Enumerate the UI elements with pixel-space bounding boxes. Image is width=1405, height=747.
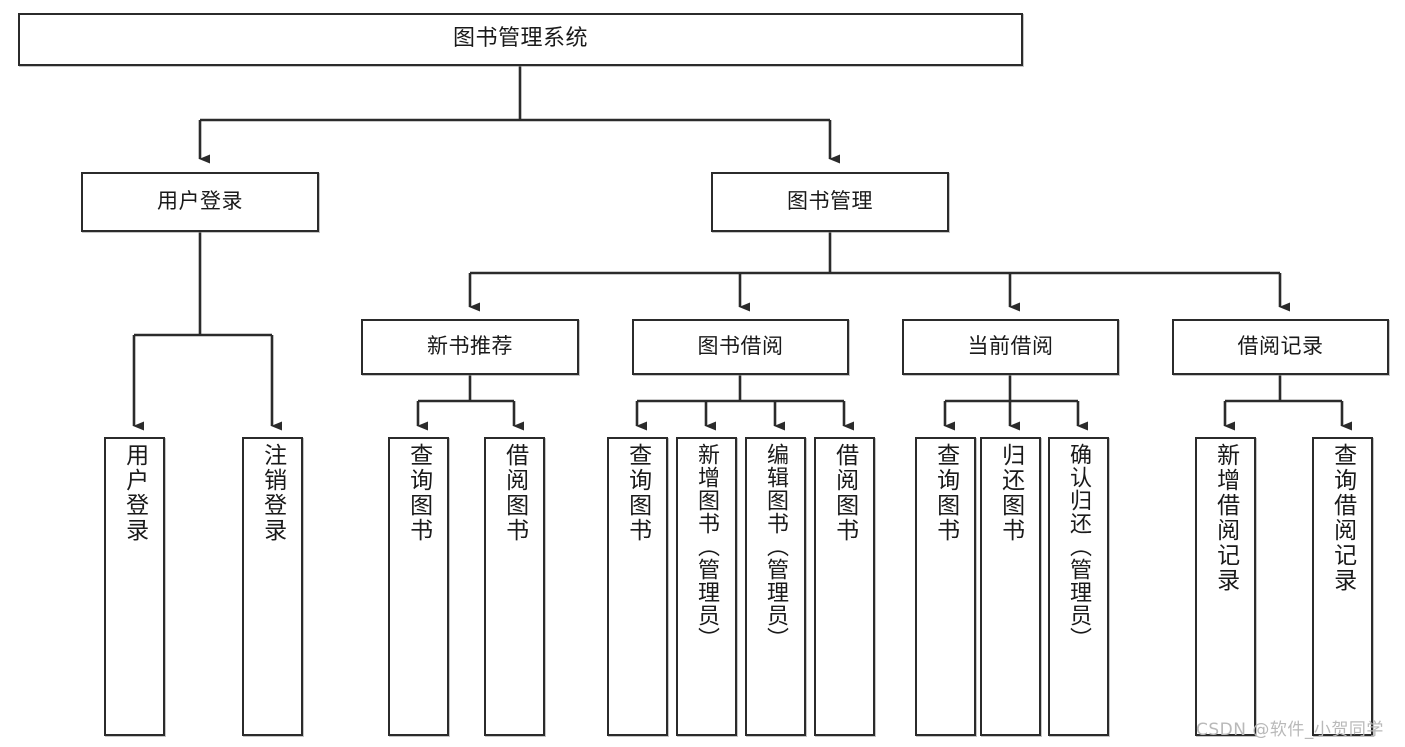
node-leaf-confirm-return-admin[interactable]: 确认归还（管理员） [1048, 437, 1109, 736]
node-new-book-recommend[interactable]: 新书推荐 [361, 319, 579, 375]
node-leaf-return-book[interactable]: 归还图书 [980, 437, 1041, 736]
node-label: 编辑图书（管理员） [763, 443, 789, 650]
node-label: 新增图书（管理员） [694, 443, 720, 650]
node-label: 查询借阅记录 [1329, 443, 1356, 593]
node-root-book-management-system[interactable]: 图书管理系统 [18, 13, 1023, 66]
node-label: 图书管理 [787, 189, 873, 214]
node-label: 注销登录 [259, 443, 286, 543]
node-label: 图书管理系统 [452, 26, 588, 52]
node-label: 用户登录 [157, 189, 243, 214]
node-leaf-query-book-recommend[interactable]: 查询图书 [388, 437, 449, 736]
node-label: 当前借阅 [967, 334, 1054, 359]
node-label: 查询图书 [932, 443, 959, 543]
node-label: 借阅记录 [1237, 334, 1324, 359]
node-leaf-logout[interactable]: 注销登录 [242, 437, 303, 736]
node-leaf-borrow-book-recommend[interactable]: 借阅图书 [484, 437, 545, 736]
node-borrow-record[interactable]: 借阅记录 [1172, 319, 1389, 375]
node-current-borrow[interactable]: 当前借阅 [902, 319, 1119, 375]
node-label: 图书借阅 [697, 334, 784, 359]
node-label: 查询图书 [405, 443, 432, 543]
node-label: 确认归还（管理员） [1066, 443, 1092, 650]
node-leaf-user-login[interactable]: 用户登录 [104, 437, 165, 736]
node-label: 查询图书 [624, 443, 651, 543]
node-label: 新增借阅记录 [1212, 443, 1239, 593]
node-leaf-query-book-borrow[interactable]: 查询图书 [607, 437, 668, 736]
node-book-management[interactable]: 图书管理 [711, 172, 949, 232]
node-leaf-borrow-book[interactable]: 借阅图书 [814, 437, 875, 736]
node-label: 归还图书 [997, 443, 1024, 543]
node-user-login[interactable]: 用户登录 [81, 172, 319, 232]
watermark-text: CSDN @软件_小贺同学 [1196, 720, 1384, 740]
node-leaf-add-borrow-record[interactable]: 新增借阅记录 [1195, 437, 1256, 736]
node-book-borrow[interactable]: 图书借阅 [632, 319, 849, 375]
node-leaf-query-borrow-record[interactable]: 查询借阅记录 [1312, 437, 1373, 736]
node-label: 新书推荐 [427, 334, 513, 359]
node-label: 用户登录 [121, 443, 148, 543]
node-leaf-add-book-admin[interactable]: 新增图书（管理员） [676, 437, 737, 736]
node-leaf-edit-book-admin[interactable]: 编辑图书（管理员） [745, 437, 806, 736]
node-leaf-query-book-current[interactable]: 查询图书 [915, 437, 976, 736]
node-label: 借阅图书 [831, 443, 858, 543]
node-label: 借阅图书 [501, 443, 528, 543]
